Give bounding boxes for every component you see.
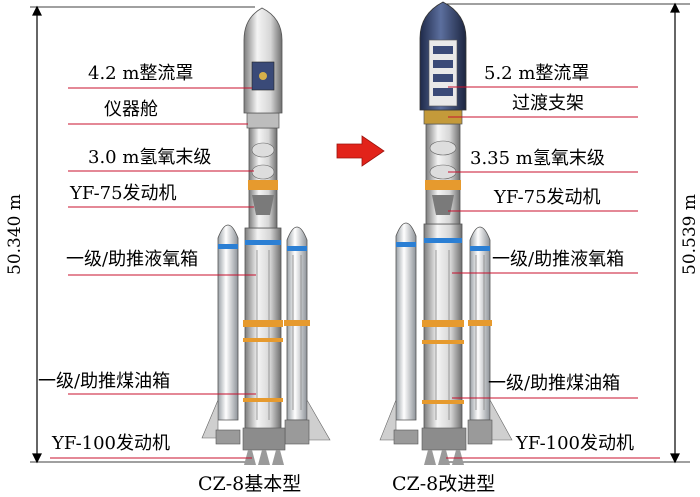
right-rocket-fairing xyxy=(419,1,467,111)
left-label-fairing: 4.2 m整流罩 xyxy=(88,63,194,84)
right-label-adapter: 过渡支架 xyxy=(512,93,584,114)
right-height-dimension xyxy=(440,2,690,464)
right-label-lox-tank: 一级/助推液氧箱 xyxy=(492,249,625,270)
right-label-upper-stage: 3.35 m氢氧末级 xyxy=(470,148,605,169)
left-label-instrument-bay: 仪器舱 xyxy=(104,99,158,120)
left-rocket-fairing xyxy=(243,7,283,114)
left-label-yf100: YF-100发动机 xyxy=(52,433,171,454)
right-leader-lines xyxy=(446,86,660,459)
left-rocket-instrument-bay xyxy=(246,112,280,129)
left-label-upper-stage: 3.0 m氢氧末级 xyxy=(88,147,212,168)
left-rocket-caption: CZ-8基本型 xyxy=(198,473,302,495)
right-rocket-upper-stage xyxy=(425,123,461,225)
right-label-fairing: 5.2 m整流罩 xyxy=(484,63,590,84)
right-rocket-booster-right xyxy=(467,226,513,445)
right-height-label: 50.539 m xyxy=(680,193,700,275)
left-rocket-booster-right xyxy=(284,226,331,445)
right-label-yf100: YF-100发动机 xyxy=(516,433,635,454)
left-rocket xyxy=(201,7,331,465)
left-height-label: 50.340 m xyxy=(5,193,25,275)
left-height-dimension xyxy=(30,5,255,464)
left-rocket-upper-stage xyxy=(248,127,278,229)
transition-arrow xyxy=(336,135,385,167)
left-label-lox-tank: 一级/助推液氧箱 xyxy=(66,249,199,270)
left-label-yf75: YF-75发动机 xyxy=(70,183,177,204)
left-label-kerosene-tank: 一级/助推煤油箱 xyxy=(38,371,171,392)
right-label-yf75: YF-75发动机 xyxy=(494,187,601,208)
left-rocket-core xyxy=(242,227,286,465)
right-rocket-core xyxy=(421,223,467,465)
right-rocket-booster-left xyxy=(379,222,419,445)
right-label-kerosene-tank: 一级/助推煤油箱 xyxy=(488,373,621,394)
left-leader-lines xyxy=(50,87,256,459)
left-rocket-booster-left xyxy=(201,224,241,445)
right-rocket-caption: CZ-8改进型 xyxy=(392,473,496,495)
right-rocket xyxy=(379,1,513,465)
